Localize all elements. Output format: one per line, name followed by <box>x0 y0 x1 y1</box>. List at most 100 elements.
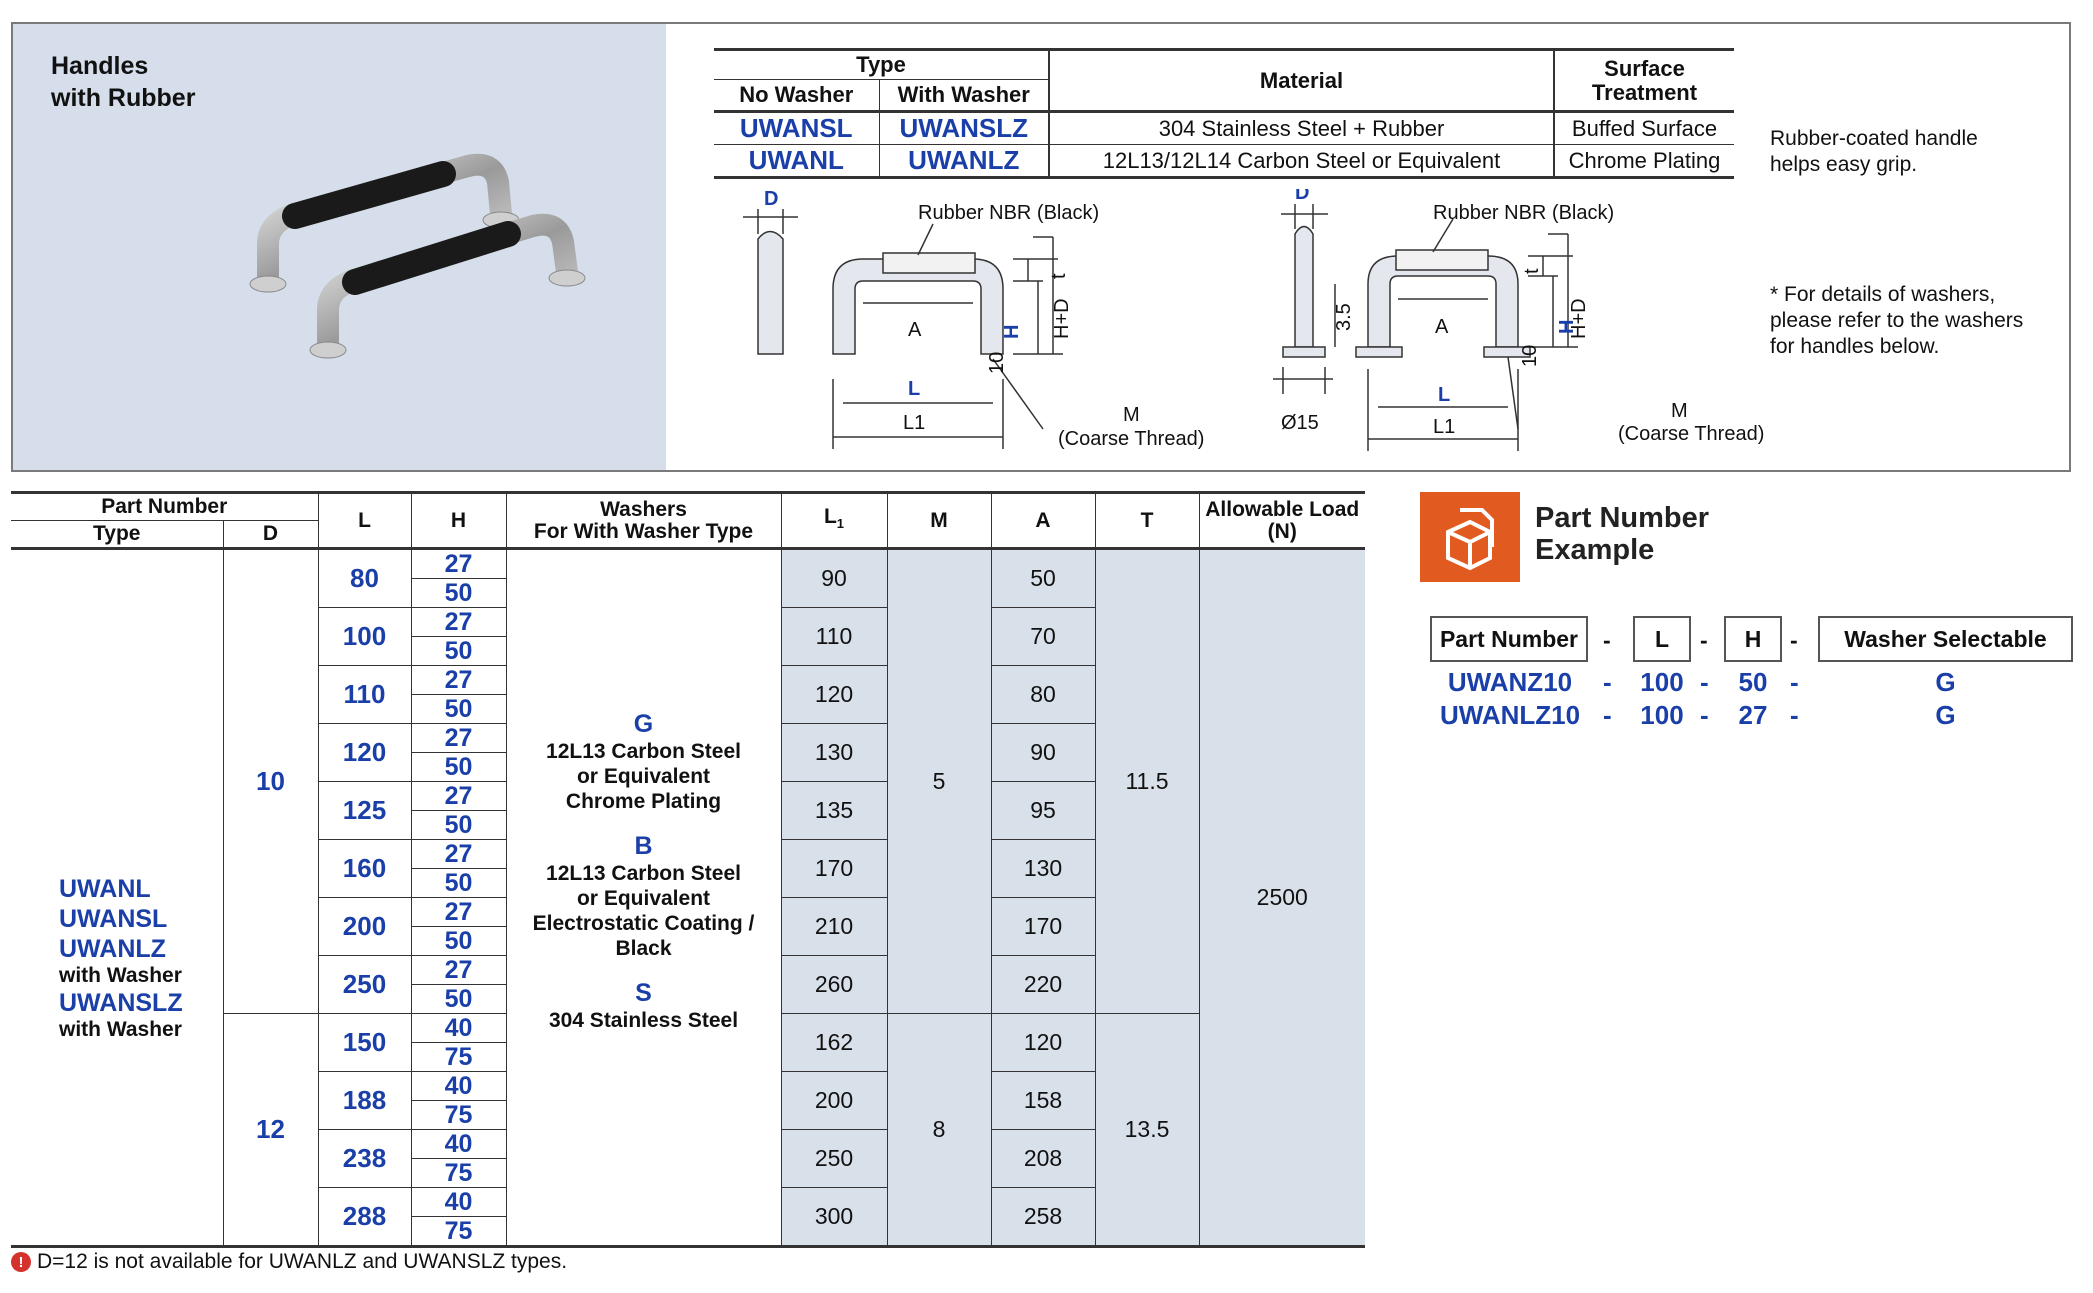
l1-value: 260 <box>781 955 888 1014</box>
l1-value: 135 <box>781 781 888 840</box>
type-with-washer: UWANSLZ <box>879 111 1050 145</box>
l1-value: 170 <box>781 839 888 898</box>
l-value: 238 <box>318 1129 412 1188</box>
h-value: 40 <box>411 1014 506 1043</box>
drawing-a-label: A <box>1435 316 1449 338</box>
l-value: 188 <box>318 1071 412 1130</box>
m-value: 5 <box>887 548 992 1014</box>
a-value: 170 <box>991 897 1096 956</box>
washer-desc: 304 Stainless Steel <box>548 1009 739 1032</box>
handles-photo <box>249 153 586 359</box>
footnote: ! D=12 is not available for UWANLZ and U… <box>11 1250 567 1274</box>
surface-value: Buffed Surface <box>1554 111 1734 145</box>
h-value: 27 <box>411 550 506 579</box>
drawing-coarse-label: (Coarse Thread) <box>1618 423 1764 445</box>
product-overview-panel: Handles with Rubber <box>11 22 2071 472</box>
handle-back <box>249 153 520 293</box>
l1-header: L1 <box>781 491 888 550</box>
a-value: 80 <box>991 665 1096 724</box>
example-dash: - <box>1700 667 1709 697</box>
handle-front <box>309 213 586 359</box>
drawing-l-label: L <box>908 378 920 400</box>
type-header: Type <box>714 48 1050 80</box>
d-value: 12 <box>223 1013 319 1248</box>
a-value: 208 <box>991 1129 1096 1188</box>
l1-value: 300 <box>781 1187 888 1248</box>
h-value: 27 <box>411 956 506 985</box>
l1-value: 110 <box>781 607 888 666</box>
h-value: 27 <box>411 666 506 695</box>
example-l: 100 <box>1640 700 1684 730</box>
washers-header: Washers For With Washer Type <box>506 491 782 550</box>
drawing-10-label: 10 <box>986 352 1008 374</box>
l-value: 200 <box>318 897 412 956</box>
h-value: 40 <box>411 1188 506 1217</box>
load-header: Allowable Load (N) <box>1199 491 1365 550</box>
type-header: Type <box>11 520 224 550</box>
h-value: 50 <box>444 811 473 839</box>
example-dash: - <box>1790 667 1799 697</box>
h-value: 50 <box>444 927 473 955</box>
surface-header: Surface Treatment <box>1554 48 1734 113</box>
example-dash: - <box>1603 700 1612 730</box>
h-header: H <box>411 491 507 550</box>
drawing-l1-label: L1 <box>1433 416 1455 438</box>
l-value: 80 <box>318 548 412 608</box>
drawing-hd-label: H+D <box>1568 298 1590 339</box>
l-header: L <box>318 491 412 550</box>
l1-value: 162 <box>781 1013 888 1072</box>
t-value: 11.5 <box>1095 548 1200 1014</box>
h-value: 50 <box>444 869 473 897</box>
type-name: with Washer <box>59 963 182 987</box>
h-value: 27 <box>411 840 506 869</box>
type-name: UWANLZ <box>59 934 166 963</box>
material-value: 12L13/12L14 Carbon Steel or Equivalent <box>1049 144 1555 179</box>
l1-header-sub: 1 <box>836 516 845 532</box>
h-value: 50 <box>444 695 473 723</box>
example-part-number-header: Part Number <box>1430 616 1588 662</box>
type-with-washer: UWANLZ <box>879 144 1050 179</box>
washer-code: G <box>633 710 654 738</box>
l1-value: 90 <box>781 548 888 608</box>
drawing-coarse-label: (Coarse Thread) <box>1058 428 1204 450</box>
l-value: 288 <box>318 1187 412 1248</box>
drawing-m-label: M <box>1123 404 1140 426</box>
h-value: 75 <box>444 1043 473 1071</box>
l1-value: 130 <box>781 723 888 782</box>
example-part: UWANLZ10 <box>1439 700 1581 730</box>
document-box-icon <box>1446 508 1494 571</box>
l-value: 120 <box>318 723 412 782</box>
example-dash: - <box>1603 627 1611 653</box>
example-h: 27 <box>1738 700 1768 730</box>
drawing-d-label: D <box>764 189 778 210</box>
type-name: UWANL <box>59 874 151 903</box>
example-h-header: H <box>1724 616 1782 662</box>
h-value: 50 <box>444 579 473 607</box>
drawing-t-label: t <box>1048 273 1070 279</box>
l-value: 150 <box>318 1013 412 1072</box>
washer-code: S <box>635 979 652 1007</box>
drawing-m-label: M <box>1671 400 1688 422</box>
drawing-l1-label: L1 <box>903 412 925 434</box>
l-value: 100 <box>318 607 412 666</box>
